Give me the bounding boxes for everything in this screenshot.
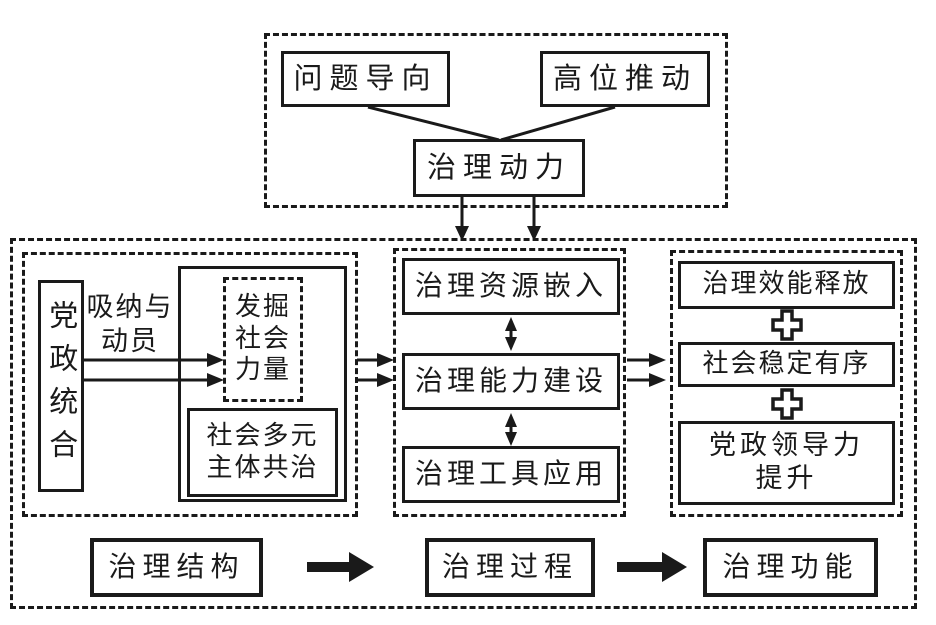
box-leadership-improvement: 党政领导力 提升 xyxy=(678,421,895,505)
box-high-level-push: 高位推动 xyxy=(540,51,710,107)
box-governance-structure: 治理结构 xyxy=(90,538,263,597)
box-governance-process: 治理过程 xyxy=(425,538,595,597)
box-social-stability: 社会稳定有序 xyxy=(678,342,895,387)
box-party-gov-integration: 党政统合 xyxy=(38,280,84,492)
party-gov-integration-label: 党政统合 xyxy=(44,300,79,472)
box-multi-subject-cogovernance: 社会多元 主体共治 xyxy=(187,408,338,497)
box-governance-function: 治理功能 xyxy=(703,538,878,597)
top-dynamics-frame xyxy=(264,33,728,208)
process-frame xyxy=(393,248,626,517)
box-problem-oriented: 问题导向 xyxy=(281,51,450,107)
box-resource-embedding: 治理资源嵌入 xyxy=(402,258,620,315)
box-efficacy-release: 治理效能释放 xyxy=(678,261,895,309)
structure-frame xyxy=(22,252,358,517)
box-capacity-building: 治理能力建设 xyxy=(402,353,620,410)
box-governance-dynamics: 治理动力 xyxy=(413,139,585,197)
box-tool-application: 治理工具应用 xyxy=(402,446,620,503)
absorb-mobilize-label: 吸纳与 动员 xyxy=(86,292,174,357)
function-frame xyxy=(670,250,903,517)
box-discover-social-forces: 发掘 社会 力量 xyxy=(223,277,303,402)
